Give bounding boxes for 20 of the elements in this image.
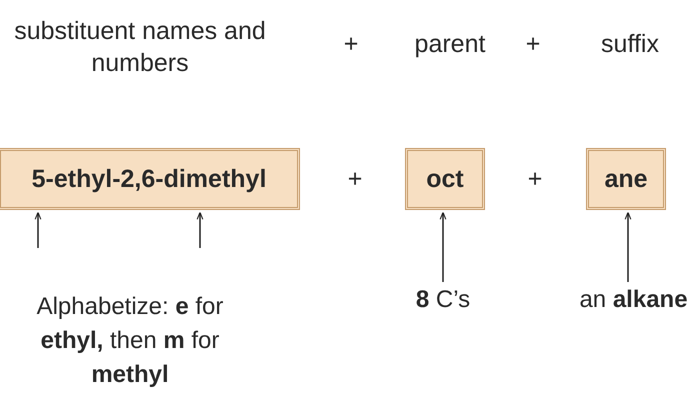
name-part-box [586,148,666,210]
plus-sign: + [526,164,544,195]
annotation-text: Alphabetize: e for ethyl, then m for methyl [36,292,224,390]
parent-label: parent [414,29,486,60]
arrow [624,212,632,282]
plus-sign: + [346,164,364,195]
plus-sign: + [342,29,360,60]
name-part: oct [426,164,464,194]
arrow [440,212,446,282]
name-part: 5-ethyl-2,6-dimethyl [32,164,266,194]
annotation-text: an alkane [579,285,688,315]
substituent-label: substituent names and numbers [13,16,267,79]
name-part: ane [604,164,648,194]
name-part-box [0,148,300,210]
name-part-box [405,148,485,210]
arrow [196,212,204,248]
plus-sign: + [524,29,542,60]
suffix-label: suffix [600,29,660,60]
annotation-text: 8 C’s [416,285,470,315]
arrow [34,212,42,248]
